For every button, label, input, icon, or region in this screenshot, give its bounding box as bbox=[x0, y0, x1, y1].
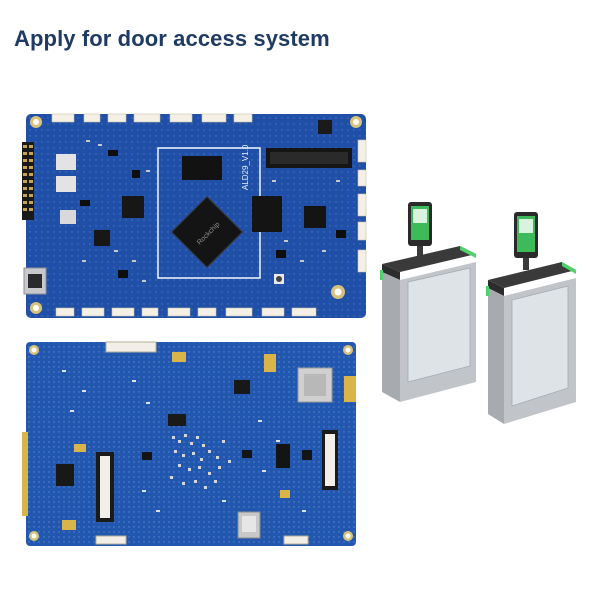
pcb-board-top-image: Rockchip ALD29_V1.0 bbox=[22, 110, 370, 322]
turnstile-gates-image bbox=[378, 196, 578, 431]
page-title: Apply for door access system bbox=[14, 26, 330, 51]
pcb-board-bottom-image bbox=[22, 340, 360, 550]
board-silk-label: ALD29_V1.0 bbox=[241, 144, 250, 190]
